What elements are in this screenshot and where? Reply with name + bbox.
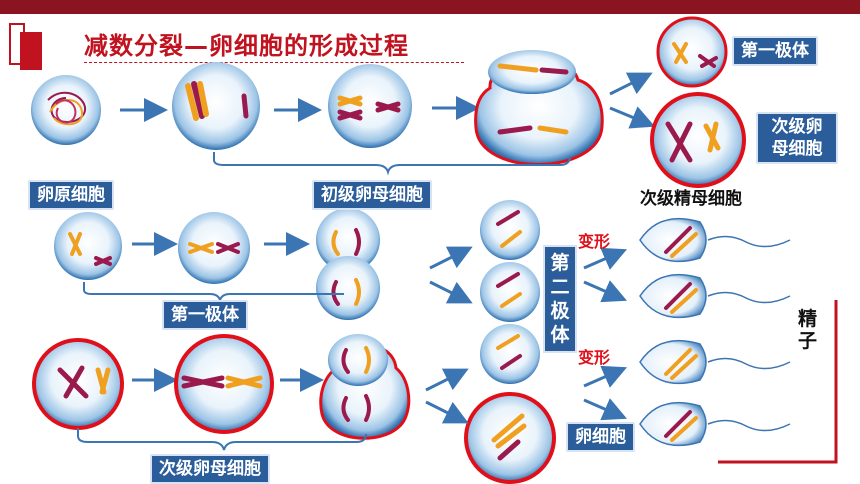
arrow bbox=[429, 246, 473, 270]
second-polar-body-cell bbox=[480, 324, 540, 384]
arrow bbox=[609, 72, 653, 96]
oogonium-cell-top bbox=[31, 75, 101, 145]
chromosomes bbox=[497, 63, 569, 135]
label-oogonium: 卵原细胞 bbox=[28, 180, 114, 210]
spermatogonium-cell bbox=[54, 212, 122, 280]
secondary-oocyte-top bbox=[650, 92, 746, 188]
arrow bbox=[583, 247, 627, 270]
label-secondary-oocyte-top: 次级卵母细胞 bbox=[756, 112, 838, 164]
label-second-polar-body: 第二极体 bbox=[543, 245, 577, 353]
tangled-chromatin bbox=[47, 91, 87, 126]
label-transform-1: 变形 bbox=[578, 232, 611, 251]
chromosomes bbox=[337, 95, 401, 121]
first-polar-body-top bbox=[656, 16, 728, 88]
label-secondary-spermatocyte: 次级精母细胞 bbox=[640, 189, 742, 209]
arrow bbox=[609, 106, 656, 129]
label-primary-oocyte: 初级卵母细胞 bbox=[312, 180, 432, 210]
dividing-spermatocyte-top bbox=[316, 208, 380, 272]
secondary-oocyte-bottom-2 bbox=[174, 334, 274, 434]
title-underline bbox=[84, 62, 464, 63]
brace-primary-oocyte bbox=[213, 152, 571, 176]
dividing-spermatocyte-bottom bbox=[316, 256, 380, 320]
arrow bbox=[425, 400, 469, 424]
label-text: 次级卵母细胞 bbox=[771, 117, 823, 159]
brace-first-polar-body bbox=[83, 282, 344, 304]
label-first-polar-body-mid: 第一极体 bbox=[162, 300, 248, 330]
top-banner bbox=[0, 0, 860, 14]
spermatid-2 bbox=[480, 262, 540, 322]
label-secondary-oocyte-bottom: 次级卵母细胞 bbox=[150, 454, 270, 484]
sperm-cells bbox=[639, 217, 791, 447]
spermatid-1 bbox=[480, 200, 540, 260]
label-egg-cell: 卵细胞 bbox=[566, 422, 635, 452]
arrow bbox=[425, 368, 469, 392]
arrow bbox=[583, 398, 627, 421]
slide-corner-icon bbox=[9, 23, 42, 70]
brace-secondary-oocyte bbox=[77, 428, 367, 451]
arrow bbox=[583, 365, 627, 388]
chromosomes bbox=[185, 81, 249, 121]
corner-bracket bbox=[718, 300, 838, 464]
label-transform-2: 变形 bbox=[578, 348, 611, 367]
arrow bbox=[429, 280, 473, 304]
arrow bbox=[583, 280, 627, 303]
label-sperm: 精子 bbox=[798, 308, 818, 352]
secondary-oocyte-bottom-1 bbox=[32, 338, 124, 430]
label-first-polar-body-top: 第一极体 bbox=[732, 36, 818, 66]
primary-spermatocyte bbox=[178, 212, 250, 284]
primary-oocyte-2 bbox=[328, 64, 412, 148]
page-title: 减数分裂—卵细胞的形成过程 bbox=[84, 32, 409, 60]
